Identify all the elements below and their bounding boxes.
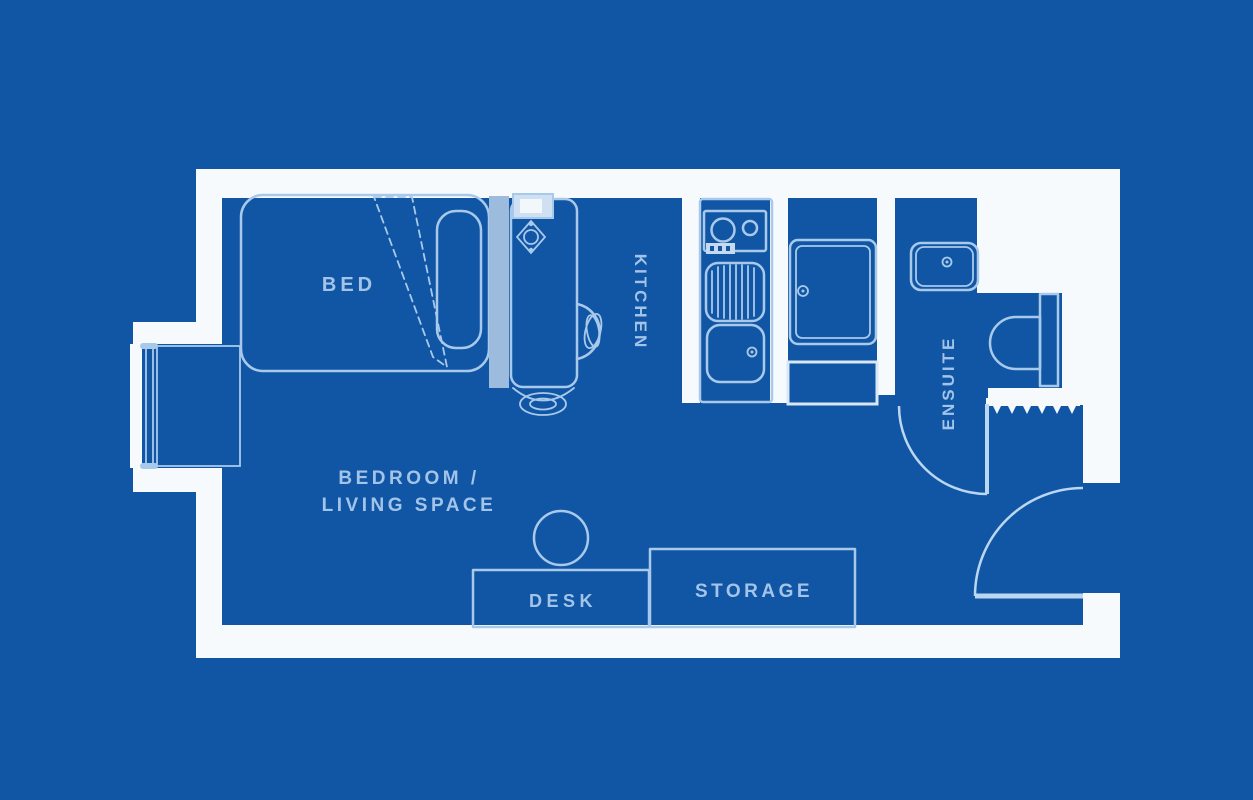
storage-icon bbox=[648, 547, 857, 629]
washbasin-icon bbox=[909, 241, 980, 292]
radiator-icon bbox=[986, 398, 1080, 414]
bed-label: BED bbox=[322, 274, 376, 296]
duvet-icon bbox=[372, 196, 449, 370]
ensuite-door bbox=[897, 404, 989, 496]
wall-ensuite-top-right bbox=[977, 198, 1120, 293]
kitchen: KITCHEN bbox=[631, 197, 774, 404]
wall-window-back bbox=[130, 344, 142, 468]
wall-right-entry bbox=[1083, 405, 1120, 483]
pillow-icon bbox=[435, 209, 483, 350]
wall-panel-icon bbox=[512, 193, 554, 219]
ensuite-label: ENSUITE bbox=[939, 336, 958, 431]
wardrobe-scallop bbox=[519, 392, 567, 416]
knob-lens bbox=[583, 313, 603, 349]
wardrobe-swing-arc bbox=[512, 387, 575, 402]
wall-bottom-right-block bbox=[1083, 593, 1120, 658]
wardrobe-knob-icon bbox=[575, 302, 601, 361]
wall-kitchen-right bbox=[770, 198, 788, 403]
kitchen-counter bbox=[698, 197, 774, 404]
wall-left-lower bbox=[196, 492, 222, 632]
ensuite: ENSUITE bbox=[897, 241, 1080, 496]
ensuite-door-arc bbox=[897, 405, 988, 496]
window-cap-bottom bbox=[140, 463, 158, 469]
wardrobe-scallop-inner bbox=[529, 397, 557, 411]
wall-top bbox=[196, 169, 1120, 198]
living-label-line2: LIVING SPACE bbox=[322, 495, 497, 516]
entrance-door-arc bbox=[973, 486, 1084, 597]
wall-right-toilet bbox=[1062, 293, 1120, 388]
wall-bay-top bbox=[133, 322, 222, 344]
bay-interior bbox=[156, 345, 241, 467]
wall-bay-bottom bbox=[133, 468, 222, 492]
window-bay bbox=[140, 343, 241, 469]
shower-room bbox=[786, 238, 879, 406]
wall-bottom bbox=[196, 625, 1120, 658]
shower-drain bbox=[797, 285, 809, 297]
kitchen-label: KITCHEN bbox=[631, 254, 650, 351]
shower-tray-icon bbox=[788, 238, 878, 346]
storage-label: STORAGE bbox=[695, 581, 813, 602]
pendant-ornament-icon bbox=[515, 219, 547, 255]
bed-area: BED bbox=[239, 193, 491, 373]
stove-icon bbox=[702, 209, 768, 254]
toilet-icon bbox=[988, 292, 1060, 388]
desk-stool-icon bbox=[532, 509, 590, 567]
desk-label: DESK bbox=[529, 591, 597, 611]
entry bbox=[973, 486, 1084, 599]
wardrobe-unit bbox=[489, 193, 603, 416]
wardrobe-icon bbox=[509, 197, 579, 389]
walls bbox=[130, 169, 1120, 658]
under-shower-unit bbox=[786, 360, 879, 406]
wall-kitchen-left bbox=[682, 198, 700, 403]
knob-lens bbox=[585, 314, 601, 348]
wall-panel-pane bbox=[520, 199, 542, 213]
window-cap-top bbox=[140, 343, 158, 349]
living-label-line1: BEDROOM / bbox=[338, 468, 479, 489]
shower-tray-inner bbox=[795, 245, 871, 339]
drainer-icon bbox=[704, 261, 766, 323]
living-area: BEDROOM / LIVING SPACE DESK STORAGE bbox=[322, 468, 857, 629]
kitchen-sink-icon bbox=[705, 323, 766, 384]
wall-left-upper bbox=[196, 198, 222, 322]
shower-drain-dot bbox=[801, 289, 805, 293]
wall-ensuite-partition bbox=[877, 198, 895, 395]
wardrobe-door-strip bbox=[489, 196, 509, 388]
